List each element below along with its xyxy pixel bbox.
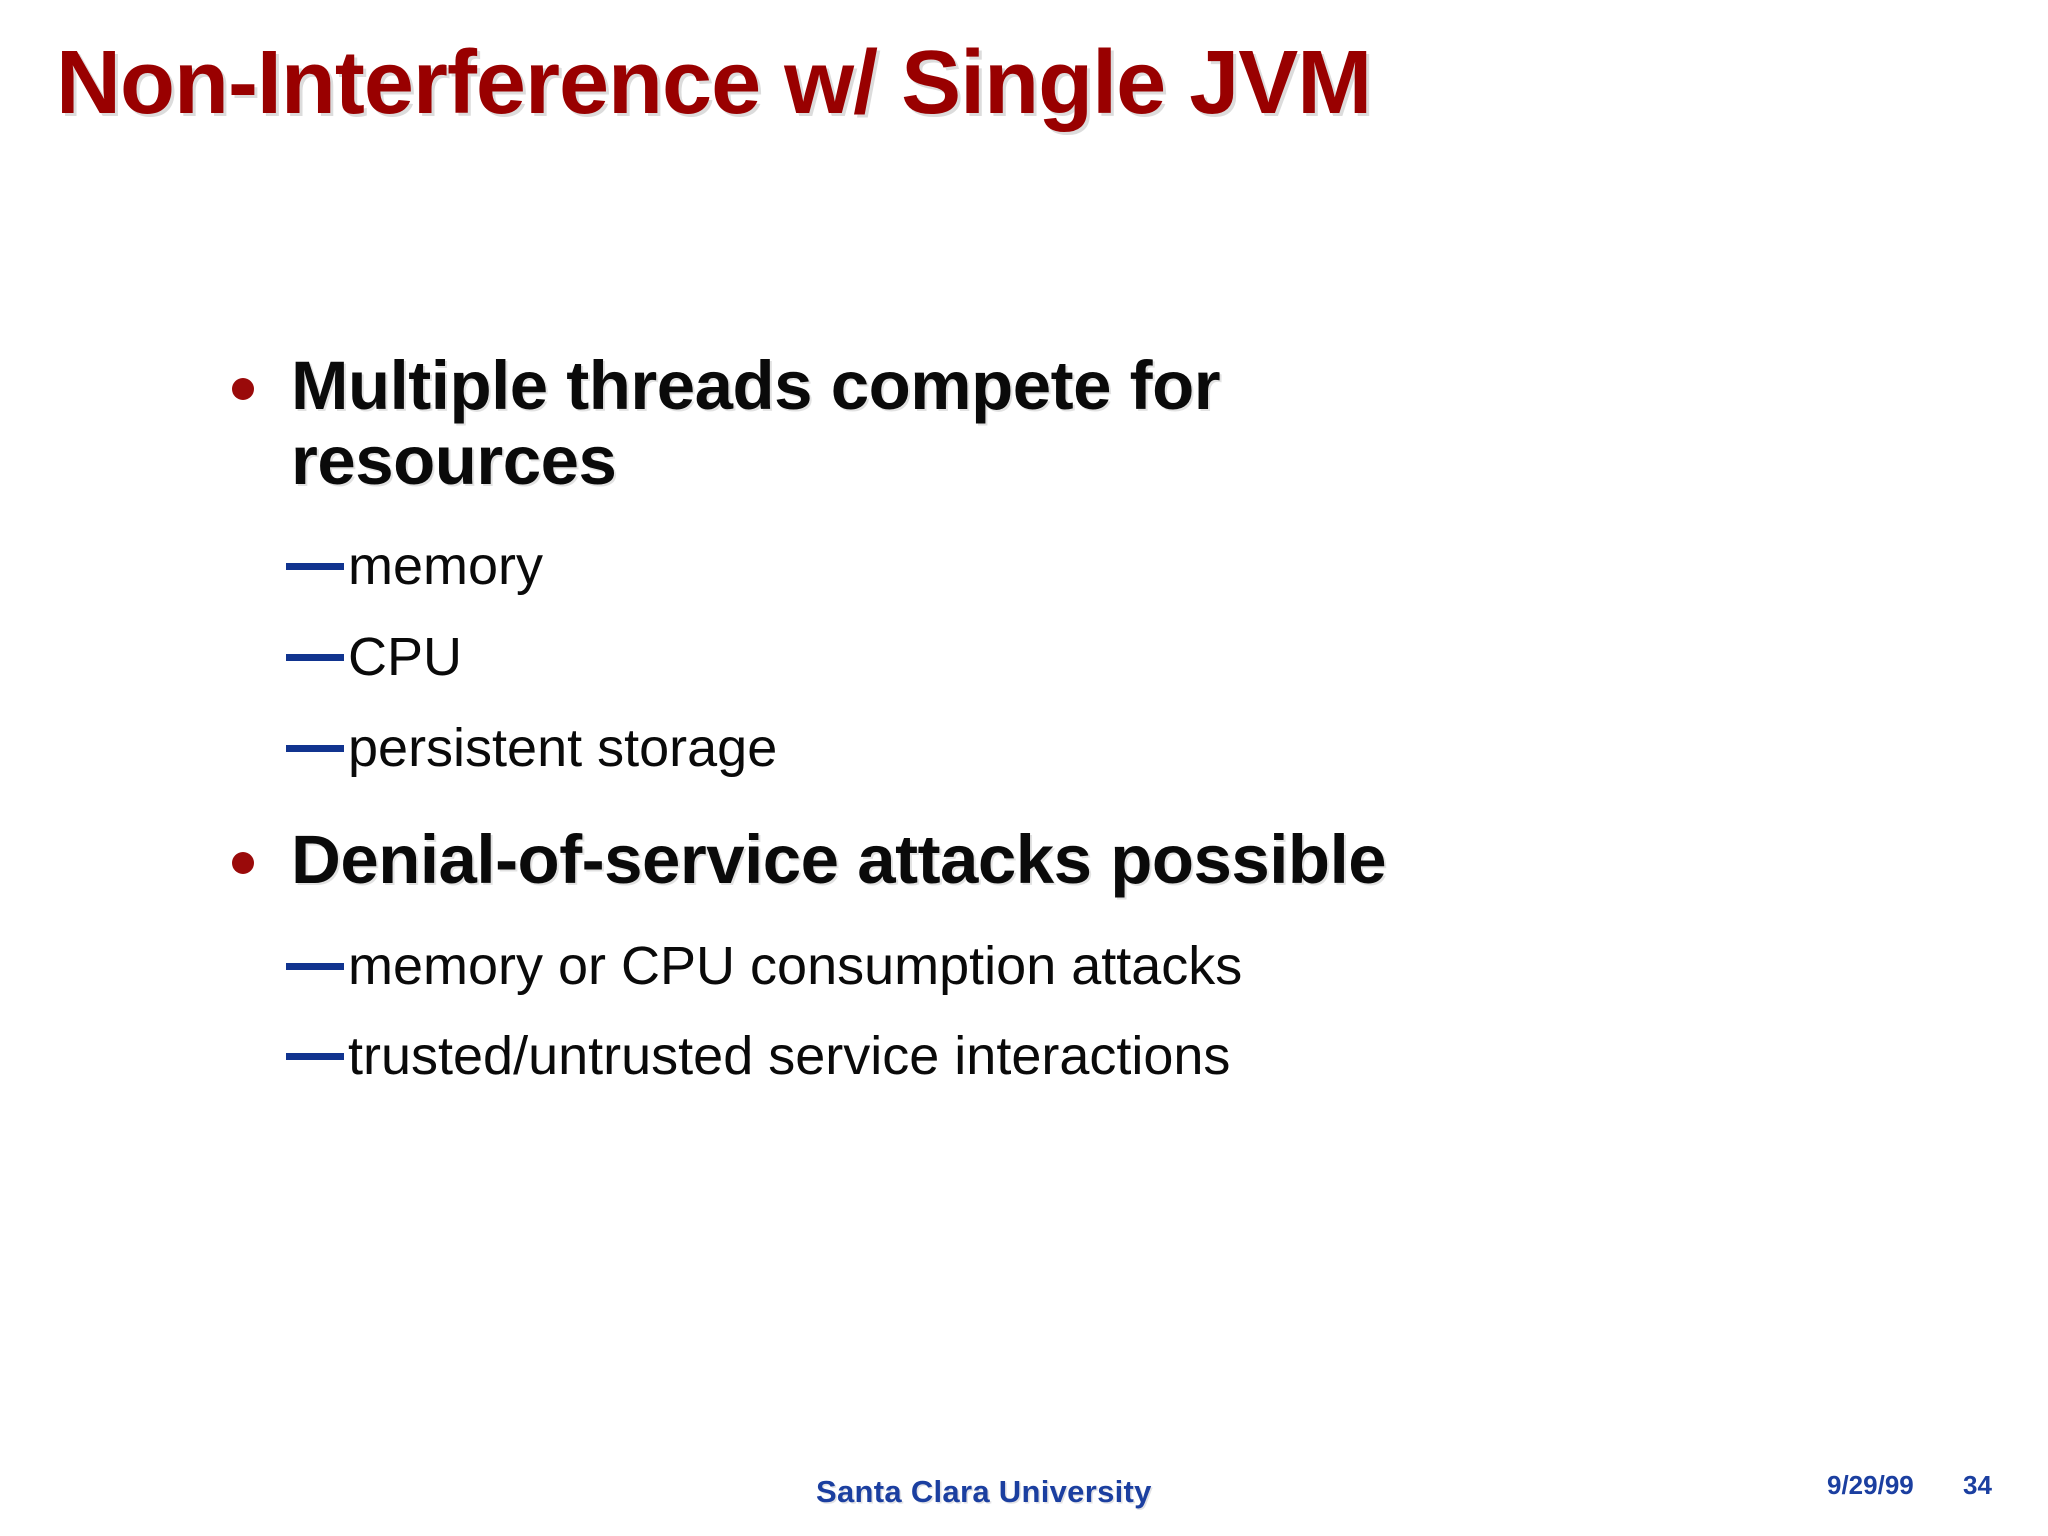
slide-title: Non-Interference w/ Single JVM [56,33,1372,133]
footer-organization: Santa Clara University [816,1474,1152,1509]
footer-date: 9/29/99 [1827,1470,1914,1500]
em-dash-icon [286,563,344,571]
sub-bullet-item-1-1-label: memory [348,536,544,597]
bullet-item-2: Denial-of-service attacks possible [232,821,1992,899]
bullet-item-1: Multiple threads compete for resources [232,348,1992,498]
sub-bullet-item-2-1: memory or CPU consumption attacks [232,935,1992,996]
em-dash-icon [286,654,344,662]
bullet-1-sublist: memory CPU persistent storage [232,538,1992,776]
sub-bullet-item-2-2: trusted/untrusted service interactions [232,1028,1992,1085]
bullet-dot-icon [232,852,254,875]
sub-bullet-item-1-1: memory [232,538,1992,595]
spacer [232,776,1992,822]
sub-bullet-item-1-2: CPU [232,629,1992,686]
bullet-item-1-label: Multiple threads compete for resources [291,347,1221,500]
bullet-dot-icon [232,378,254,400]
slide-body: Multiple threads compete for resources m… [232,348,1992,1085]
bullet-item-2-label: Denial-of-service attacks possible [291,821,1387,899]
footer-page-number: 34 [1963,1470,1992,1500]
em-dash-icon [286,744,344,752]
bullet-2-sublist: memory or CPU consumption attacks truste… [232,935,1992,1085]
sub-bullet-item-2-2-label: trusted/untrusted service interactions [348,1026,1231,1087]
em-dash-icon [286,1053,344,1061]
sub-bullet-item-1-3: persistent storage [232,720,1992,777]
em-dash-icon [286,962,344,970]
sub-bullet-item-2-1-label: memory or CPU consumption attacks [348,935,1243,996]
sub-bullet-item-1-2-label: CPU [348,627,463,688]
sub-bullet-item-1-3-label: persistent storage [348,717,778,778]
